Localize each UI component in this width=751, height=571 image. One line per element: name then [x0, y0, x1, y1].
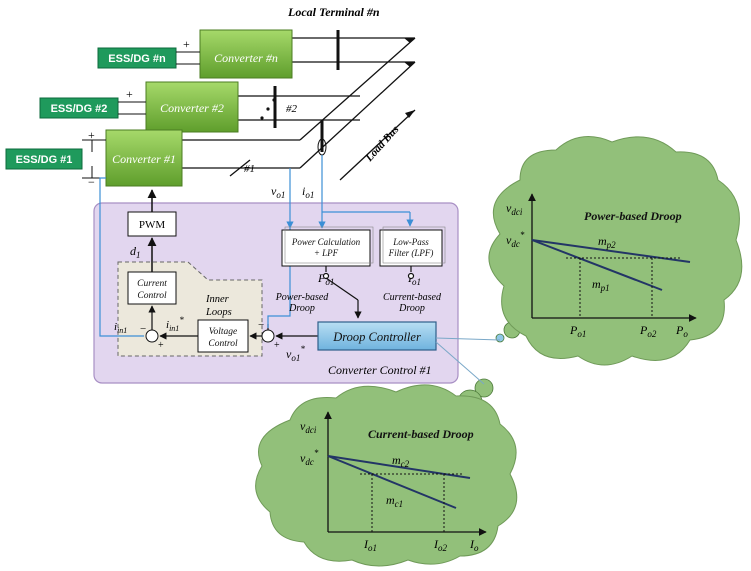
current-droop-line-mc2: [327, 455, 471, 479]
vo1-ref-label: vo1*: [286, 344, 305, 363]
current-io1-tick: Io1: [363, 537, 377, 553]
droop-controller-block: [317, 321, 437, 351]
iin1-ref-label: iin1*: [166, 315, 184, 333]
current-droop-line-mc1: [327, 455, 457, 509]
unit-1: Converter #1 ESS/DG #1 + −: [5, 128, 183, 189]
pwm-label: PWM: [139, 219, 166, 231]
ess-dg-1-label: ESS/DG #1: [16, 154, 73, 166]
terminal-1-label: #1: [244, 163, 255, 175]
power-po1-tick: Po1: [569, 323, 586, 339]
ess-dg-n-tag: [97, 47, 177, 69]
feedback-wires: [99, 177, 291, 337]
current-mc2-label: mc2: [392, 453, 410, 469]
bus-arrows: [404, 38, 415, 118]
terminal-2-label: #2: [286, 103, 298, 115]
minus-sign: −: [88, 175, 95, 189]
voltage-control-block: [197, 319, 249, 353]
plus-sign: +: [88, 128, 95, 142]
power-calculation-block: [281, 229, 371, 267]
power-droop-title: Power-based Droop: [584, 209, 682, 223]
terminal-bars: [273, 30, 340, 152]
current-io2-tick: Io2: [433, 537, 448, 553]
power-x-label: Po: [675, 323, 688, 339]
ellipsis-dots: [260, 98, 276, 120]
power-mp2-label: mp2: [598, 234, 616, 250]
current-vdc-label: vdc*: [300, 448, 319, 467]
power-mp1-label: mp1: [592, 277, 610, 293]
converter-n-label: Converter #n: [214, 51, 278, 65]
local-terminal-label: Local Terminal #n: [287, 5, 380, 19]
plus-sign: +: [183, 37, 190, 51]
current-mc1-label: mc1: [386, 493, 403, 509]
current-droop-title: Current-based Droop: [368, 427, 474, 441]
current-y-label: vdci: [300, 419, 317, 435]
unit-2: Converter #2 ESS/DG #2 +: [39, 81, 239, 133]
bus-lines: [180, 37, 416, 181]
cloud-pointer-lines: [435, 337, 501, 385]
current-sum-junction: [145, 329, 159, 343]
io1-label: io1: [302, 184, 314, 200]
d1-label: d1: [130, 244, 141, 260]
ess-dg-2-label: ESS/DG #2: [51, 103, 108, 115]
load-bus-label: Load Bus: [363, 123, 402, 164]
current-droop-cloud: [255, 384, 518, 567]
power-y-label: vdci: [506, 201, 523, 217]
plus-current: +: [158, 340, 164, 351]
droop-controller-label: Droop Controller: [332, 330, 421, 344]
ess-dg-n-label: ESS/DG #n: [108, 53, 166, 65]
current-control-block: [127, 271, 177, 305]
droop-selector-switch: [322, 266, 415, 319]
power-po2-tick: Po2: [639, 323, 657, 339]
current-droop-chart: vdci Current-based Droop vdc* mc2 mc1 Io…: [300, 411, 487, 553]
converter-2-box: [145, 81, 239, 133]
ess-dg-2-tag: [39, 97, 119, 119]
po1-label: Po1: [317, 271, 334, 287]
converter-control-title: Converter Control #1: [328, 363, 432, 377]
power-calculation-label: Power Calculation+ LPF: [291, 237, 361, 258]
power-droop-chart: vdci Power-based Droop vdc* mp2 mp1 Po1 …: [506, 193, 697, 339]
minus-voltage: −: [258, 319, 264, 331]
minus-current: −: [140, 323, 146, 335]
vo1-label: vo1: [271, 184, 285, 200]
unit-n: Converter #n ESS/DG #n +: [97, 29, 293, 79]
current-x-label: Io: [469, 537, 479, 553]
converter-2-label: Converter #2: [160, 101, 224, 115]
converter-1-box: [105, 129, 183, 187]
measurement-signal-lines: [286, 155, 414, 229]
plus-sign: +: [126, 87, 133, 101]
iin1-feedback-label: iin1: [114, 321, 127, 335]
power-vdc-label: vdc*: [506, 230, 525, 249]
pwm-block: [127, 211, 177, 237]
voltage-sum-junction: [261, 329, 275, 343]
converter-n-box: [199, 29, 293, 79]
ess-dg-1-tag: [5, 148, 83, 170]
power-droop-line-mp1: [531, 239, 663, 291]
plus-voltage: +: [274, 340, 280, 351]
converter-1-label: Converter #1: [112, 152, 176, 166]
